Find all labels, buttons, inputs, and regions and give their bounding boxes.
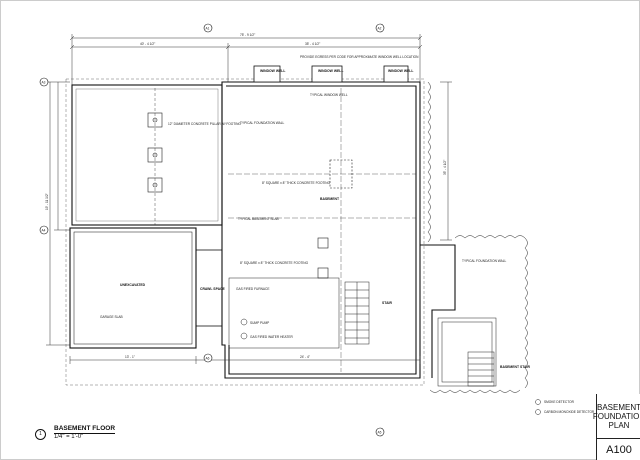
window-well-label-2: WINDOW WELL — [318, 69, 343, 73]
bottom-left-dimension: 13' - 1" — [125, 355, 135, 359]
room-basement: BASEMENT — [320, 197, 340, 201]
sheet-title-line-2: FOUNDATION — [592, 411, 640, 421]
note-concrete-footing: 8" SQUARE x 8" THICK CONCRETE FOOTING — [262, 181, 331, 185]
room-stair: STAIR — [382, 301, 392, 305]
stair — [344, 281, 370, 345]
note-water-heater: GAS FIRED WATER HEATER — [250, 335, 293, 339]
note-basement-slab: TYPICAL BASEMENT SLAB — [238, 217, 279, 221]
note-foundation-wall-right: TYPICAL FOUNDATION WALL — [462, 259, 507, 263]
left-top-dimension: 40' - 4 1/2" — [140, 42, 155, 46]
annex-walls — [437, 317, 497, 387]
sheet-number: A100 — [606, 443, 632, 456]
title-block: BASEMENT FOUNDATION PLAN A100 — [593, 394, 640, 460]
drawing-scale: 1/4" = 1'-0" — [54, 434, 84, 440]
window-well-note: PROVIDE EGRESS PER CODE FOR APPROXIMATE … — [300, 55, 419, 59]
drawing-title: BASEMENT FLOOR — [54, 425, 116, 434]
grade-scallop-line — [427, 81, 528, 393]
note-furnace: GAS FIRED FURNACE — [236, 287, 269, 291]
right-dimension-lines — [440, 81, 452, 241]
legend-co: CARBON MONOXIDE DETECTOR — [544, 410, 595, 414]
room-basement-stair: BASEMENT STAIR — [500, 365, 530, 369]
note-footing-2: 8" SQUARE x 8" THICK CONCRETE FOOTING — [240, 261, 309, 265]
room-crawl-space: CRAWL SPACE — [200, 287, 225, 291]
marker-a5: A5 — [378, 431, 382, 435]
sheet-title-line-1: BASEMENT — [597, 402, 640, 412]
top-dimension-lines — [69, 34, 423, 90]
view-number-bubble: 1 — [35, 429, 46, 440]
window-well-label-1: WINDOW WELL — [260, 69, 285, 73]
grid-markers — [39, 23, 385, 437]
mechanical-room — [228, 277, 340, 349]
right-vertical-dimension: 35' - 4 1/2" — [443, 160, 447, 175]
window-wells — [253, 65, 409, 83]
sheet-title-line-3: PLAN — [608, 420, 630, 430]
note-foundation-wall: TYPICAL FOUNDATION WALL — [240, 121, 285, 125]
sheet-title: BASEMENT FOUNDATION PLAN — [593, 394, 640, 439]
room-unexcavated: UNEXCAVATED — [120, 283, 146, 287]
pier-note: 12" DIAMETER CONCRETE PILLAR W/ FOOTING — [168, 122, 241, 126]
legend-smoke: SMOKE DETECTOR — [544, 400, 575, 404]
note-sump: SUMP PUMP — [250, 321, 269, 325]
concrete-piers — [147, 88, 163, 225]
overall-dimension: 75' - 9 1/2" — [240, 33, 255, 37]
marker-a2: A2 — [378, 27, 382, 31]
marker-a1: A1 — [206, 27, 210, 31]
detector-legend — [535, 399, 541, 415]
note-typical-window-well: TYPICAL WINDOW WELL — [310, 93, 348, 97]
window-well-label-3: WINDOW WELL — [388, 69, 413, 73]
marker-a3: A3 — [42, 81, 46, 85]
bottom-mid-dimension: 24' - 4" — [300, 355, 310, 359]
marker-a4: A4 — [42, 229, 46, 233]
foundation-walls — [65, 78, 456, 386]
left-vertical-dimension: 19' - 11 1/2" — [45, 193, 49, 210]
note-garage-slab: GARAGE SLAB — [100, 315, 123, 319]
marker-a6: A6 — [206, 357, 210, 361]
bottom-dimension-lines — [69, 356, 421, 364]
right-top-dimension: 35' - 4 1/2" — [305, 42, 320, 46]
